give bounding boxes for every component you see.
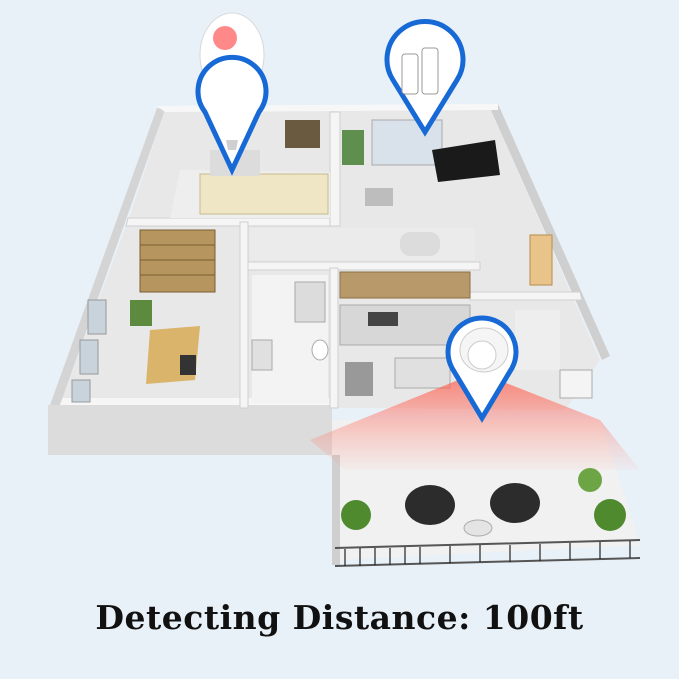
dining-room xyxy=(515,310,593,399)
study-room xyxy=(71,229,216,403)
terrace xyxy=(334,468,641,567)
living-room xyxy=(342,119,500,206)
siren-marker xyxy=(195,12,269,176)
detection-zone xyxy=(310,372,640,470)
hallway xyxy=(250,228,553,286)
floor-plan-illustration xyxy=(48,12,641,567)
caption-text: Detecting Distance: 100ft xyxy=(95,598,584,637)
motion-sensor-marker xyxy=(445,315,519,423)
bedroom xyxy=(170,120,330,218)
door-sensor-marker xyxy=(384,19,466,137)
bathroom xyxy=(251,275,329,403)
